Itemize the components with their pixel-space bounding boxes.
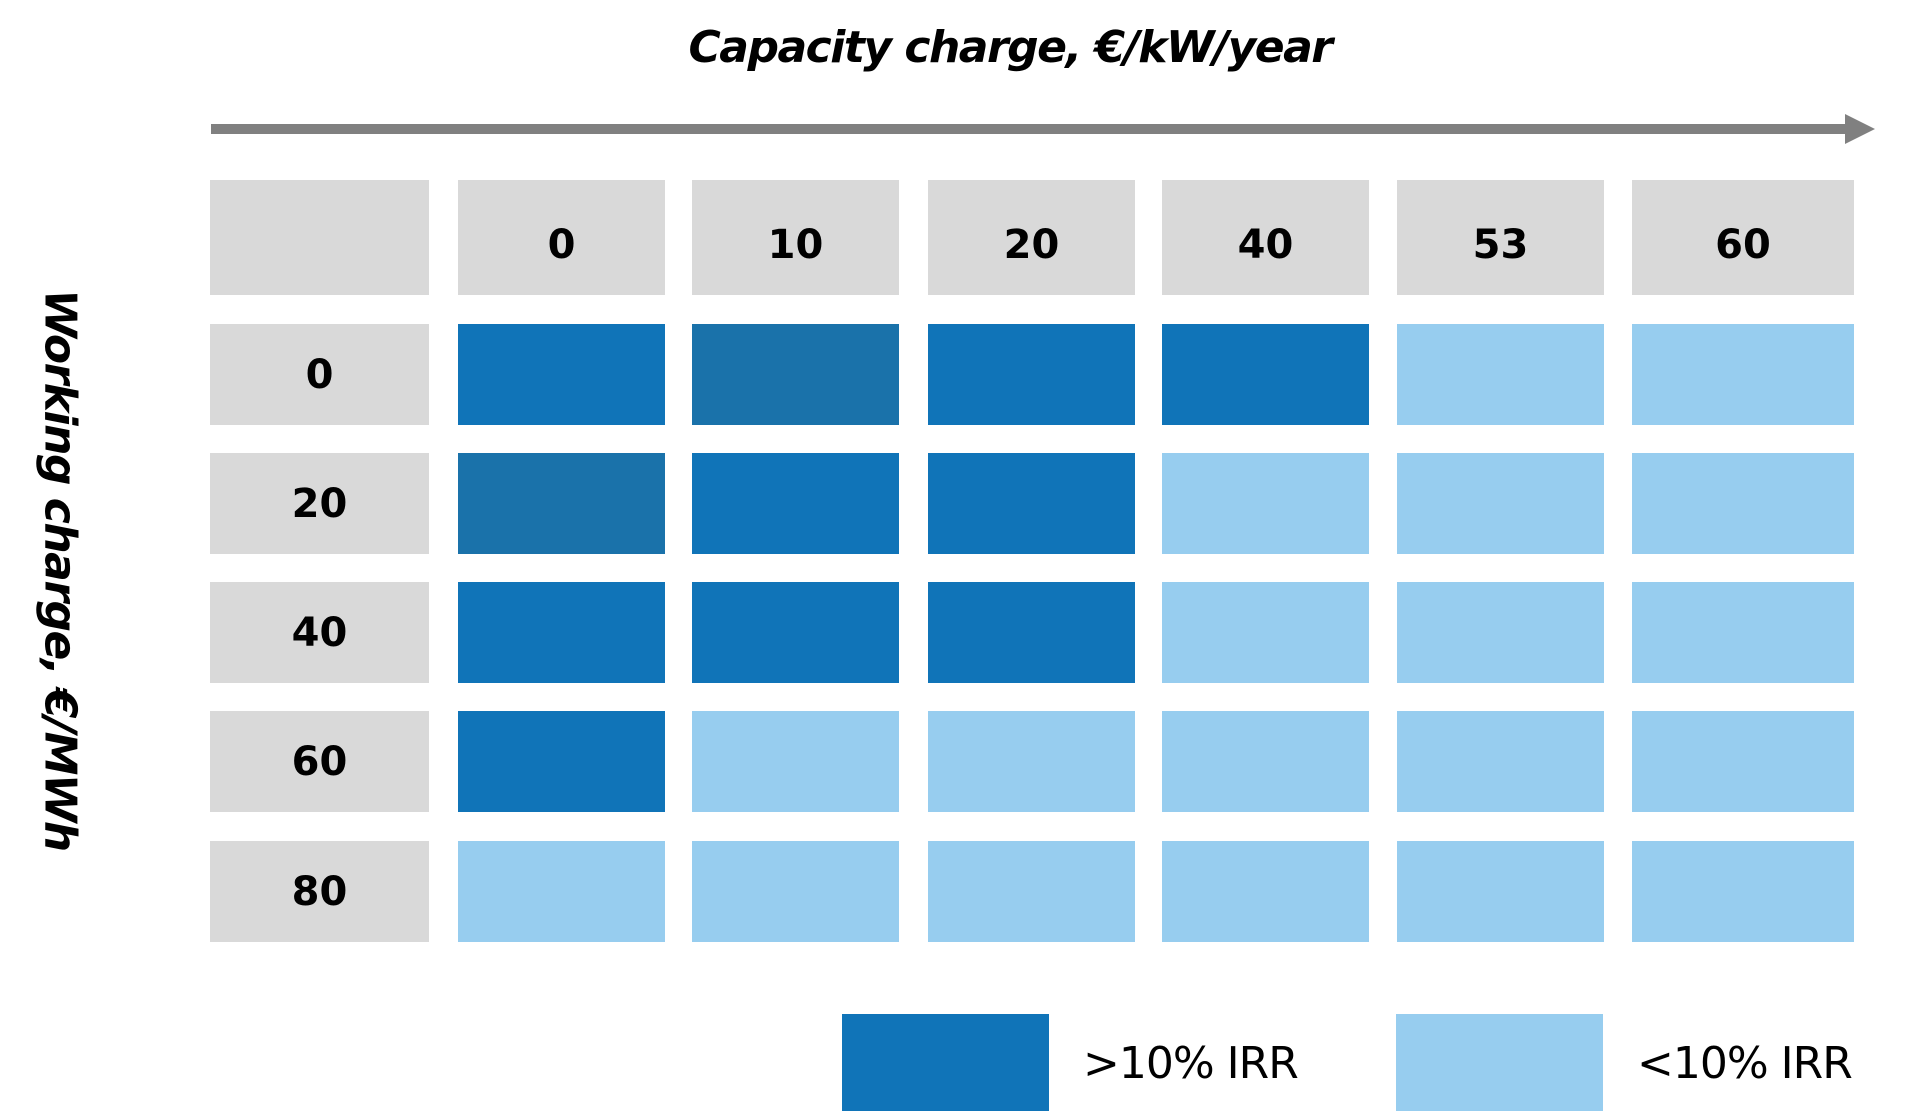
heatmap-cell <box>1162 324 1369 425</box>
heatmap-cell <box>928 453 1135 554</box>
x-axis-title: Capacity charge, €/kW/year <box>688 22 1334 73</box>
heatmap-cell <box>1632 711 1854 812</box>
row-header-80: 80 <box>210 841 429 942</box>
heatmap-cell <box>1162 582 1369 683</box>
heatmap-cell <box>692 324 899 425</box>
heatmap-cell <box>1632 841 1854 942</box>
heatmap-cell <box>928 582 1135 683</box>
legend-swatch-low <box>1396 1014 1603 1111</box>
heatmap-cell <box>1632 453 1854 554</box>
row-header-60: 60 <box>210 711 429 812</box>
heatmap-cell <box>458 324 665 425</box>
heatmap-cell <box>928 324 1135 425</box>
heatmap-cell <box>1397 711 1604 812</box>
heatmap-cell <box>1162 841 1369 942</box>
heatmap-cell <box>1397 324 1604 425</box>
heatmap-cell <box>692 453 899 554</box>
heatmap-cell <box>1397 841 1604 942</box>
row-header-40: 40 <box>210 582 429 683</box>
heatmap-cell <box>1162 453 1369 554</box>
corner-header-cell <box>210 180 429 295</box>
legend-label-high: >10% IRR <box>1083 1038 1299 1089</box>
column-header-10: 10 <box>692 180 899 295</box>
column-header-0: 0 <box>458 180 665 295</box>
heatmap-cell <box>928 841 1135 942</box>
heatmap-cell <box>458 711 665 812</box>
heatmap-cell <box>928 711 1135 812</box>
heatmap-cell <box>692 841 899 942</box>
heatmap-cell <box>458 453 665 554</box>
x-axis-arrowhead-icon <box>1845 114 1875 144</box>
x-axis-arrow-shaft <box>211 124 1851 134</box>
heatmap-cell <box>1632 324 1854 425</box>
heatmap-cell <box>692 582 899 683</box>
column-header-20: 20 <box>928 180 1135 295</box>
legend-label-low: <10% IRR <box>1637 1038 1853 1089</box>
column-header-53: 53 <box>1397 180 1604 295</box>
heatmap-cell <box>458 841 665 942</box>
heatmap-cell <box>1162 711 1369 812</box>
legend-swatch-high <box>842 1014 1049 1111</box>
row-header-20: 20 <box>210 453 429 554</box>
heatmap-cell <box>458 582 665 683</box>
heatmap-cell <box>1632 582 1854 683</box>
row-header-0: 0 <box>210 324 429 425</box>
y-axis-title: Working charge, €/MWh <box>34 289 86 851</box>
heatmap-cell <box>692 711 899 812</box>
column-header-60: 60 <box>1632 180 1854 295</box>
heatmap-cell <box>1397 582 1604 683</box>
column-header-40: 40 <box>1162 180 1369 295</box>
heatmap-cell <box>1397 453 1604 554</box>
